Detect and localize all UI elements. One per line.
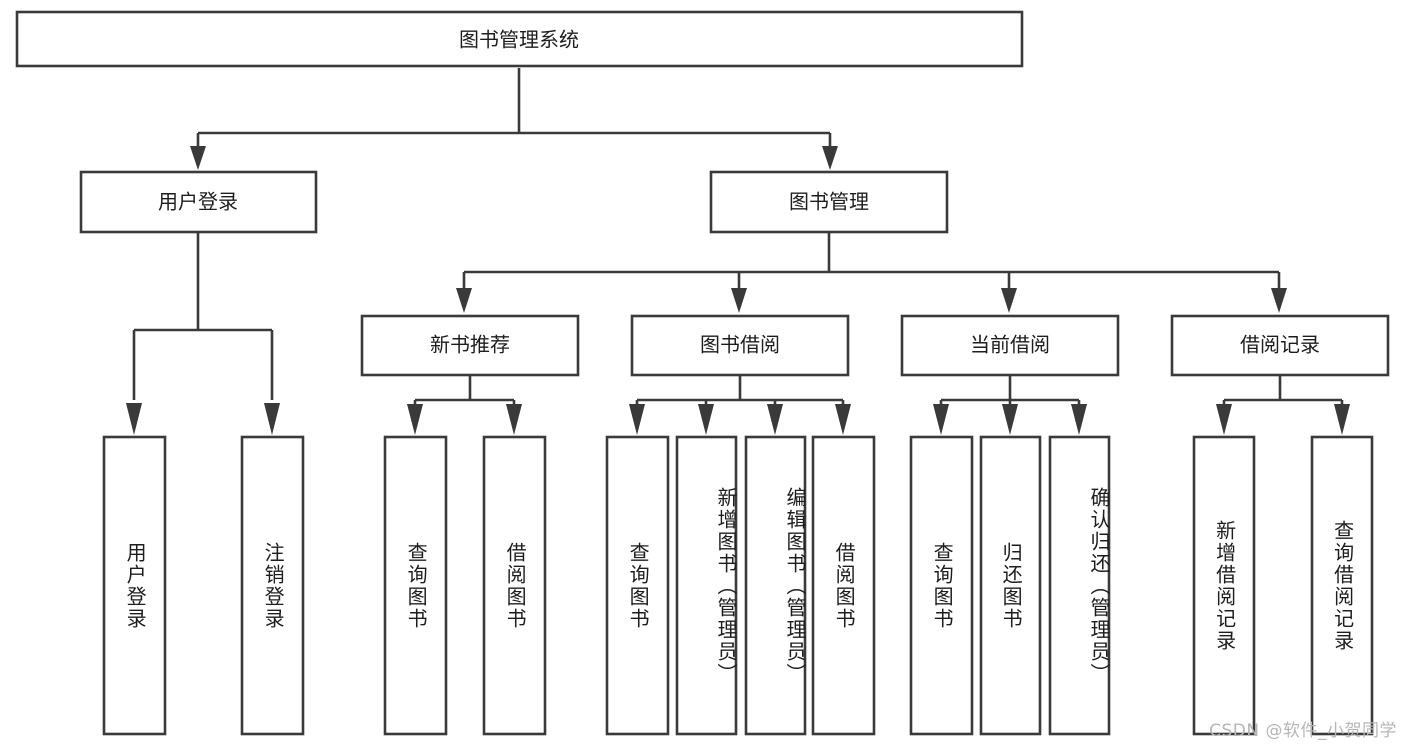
leaf-box-user-login-1[interactable] bbox=[102, 435, 167, 736]
node-new-book-recommend-label: 新书推荐 bbox=[430, 333, 510, 357]
leaf-box-current-borrow-2[interactable] bbox=[979, 435, 1042, 736]
arrowhead-user-login bbox=[190, 146, 206, 170]
leaf-box-current-borrow-1[interactable] bbox=[909, 435, 974, 736]
arrowhead-book-borrow-leaf2 bbox=[698, 404, 714, 435]
leaf-box-new-book-2[interactable] bbox=[482, 435, 547, 736]
node-root-label: 图书管理系统 bbox=[459, 28, 579, 52]
arrowhead-current-borrow bbox=[1001, 288, 1017, 313]
arrowhead-current-borrow-leaf3 bbox=[1071, 404, 1087, 435]
node-current-borrow[interactable] bbox=[900, 314, 1120, 377]
node-root[interactable] bbox=[15, 10, 1024, 68]
arrowhead-new-book-recommend bbox=[456, 288, 472, 313]
leaf-box-current-borrow-3[interactable] bbox=[1048, 435, 1111, 736]
arrowhead-borrow-record-leaf1 bbox=[1216, 404, 1232, 435]
node-book-manage[interactable] bbox=[709, 170, 949, 234]
arrowhead-book-borrow-leaf3 bbox=[767, 404, 783, 435]
node-borrow-record[interactable] bbox=[1170, 314, 1390, 377]
node-book-borrow[interactable] bbox=[630, 314, 850, 377]
node-borrow-record-label: 借阅记录 bbox=[1240, 333, 1320, 357]
arrowhead-book-manage bbox=[822, 146, 838, 170]
leaf-box-book-borrow-3[interactable] bbox=[744, 435, 807, 736]
arrowhead-book-borrow-leaf4 bbox=[835, 404, 851, 435]
node-book-borrow-label: 图书借阅 bbox=[700, 333, 780, 357]
csdn-watermark: CSDN @软件_小贺同学 bbox=[1209, 721, 1397, 741]
arrowhead-borrow-record-leaf2 bbox=[1334, 404, 1350, 435]
leaf-box-borrow-record-2[interactable] bbox=[1310, 435, 1374, 736]
arrowhead-book-borrow bbox=[731, 288, 747, 313]
arrowhead-current-borrow-leaf2 bbox=[1002, 404, 1018, 435]
leaf-box-user-login-2[interactable] bbox=[240, 435, 305, 736]
leaf-box-book-borrow-2[interactable] bbox=[675, 435, 738, 736]
leaf-box-borrow-record-1[interactable] bbox=[1192, 435, 1256, 736]
arrowhead-user-login-leaf2 bbox=[264, 403, 280, 435]
node-user-login-label: 用户登录 bbox=[158, 190, 238, 214]
arrowhead-new-book-leaf1 bbox=[407, 404, 423, 435]
arrowhead-book-borrow-leaf1 bbox=[629, 404, 645, 435]
leaf-box-new-book-1[interactable] bbox=[383, 435, 448, 736]
node-current-borrow-label: 当前借阅 bbox=[970, 333, 1050, 357]
arrowhead-user-login-leaf1 bbox=[126, 403, 142, 435]
node-book-manage-label: 图书管理 bbox=[789, 190, 869, 214]
leaf-box-book-borrow-4[interactable] bbox=[811, 435, 876, 736]
arrowhead-borrow-record bbox=[1271, 288, 1287, 313]
arrowhead-new-book-leaf2 bbox=[506, 404, 522, 435]
leaf-box-book-borrow-1[interactable] bbox=[605, 435, 670, 736]
arrowhead-current-borrow-leaf1 bbox=[933, 404, 949, 435]
node-new-book-recommend[interactable] bbox=[360, 314, 580, 377]
